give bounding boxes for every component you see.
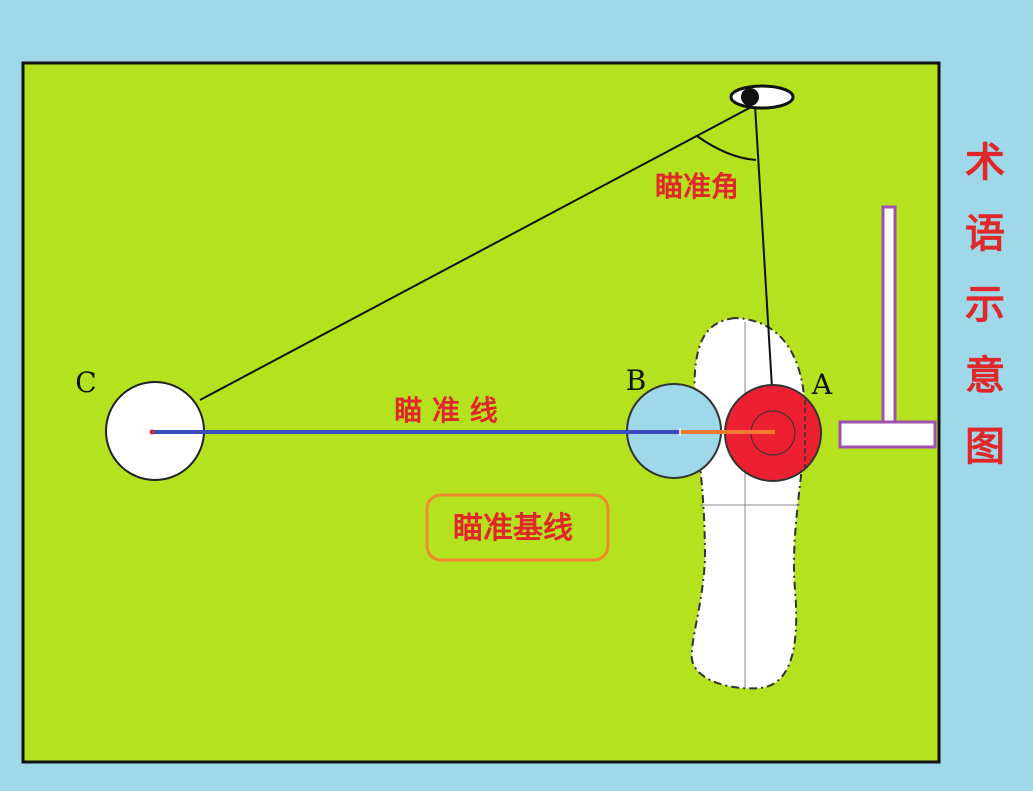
- eye-pupil: [741, 88, 759, 106]
- side-title-char-2: 语: [965, 211, 1005, 257]
- aim-baseline-label: 瞄准基线: [453, 511, 573, 546]
- aim-baseline-box: [425, 493, 610, 562]
- side-title-char-4: 意: [965, 353, 1005, 399]
- side-title-char-5: 图: [965, 424, 1005, 470]
- aim-angle-arc: [696, 135, 757, 161]
- side-title: 术 语 示 意 图: [965, 140, 1005, 470]
- eye-icon: [729, 84, 795, 110]
- ball-a-label: A: [811, 368, 833, 401]
- mallet-shaft: [881, 205, 897, 424]
- aim-angle-label: 瞄准角: [655, 170, 739, 203]
- ball-c-label: C: [75, 366, 96, 399]
- footprint: [690, 316, 807, 690]
- side-title-char-3: 示: [965, 282, 1005, 328]
- ball-b-label: B: [626, 364, 647, 397]
- mallet-head: [838, 420, 937, 449]
- ball-c-center-dot: [149, 429, 155, 435]
- side-title-char-1: 术: [965, 140, 1005, 186]
- sight-line-to-a: [754, 104, 773, 389]
- sight-line-to-c: [199, 104, 756, 401]
- aim-line-label: 瞄 准 线: [394, 394, 498, 427]
